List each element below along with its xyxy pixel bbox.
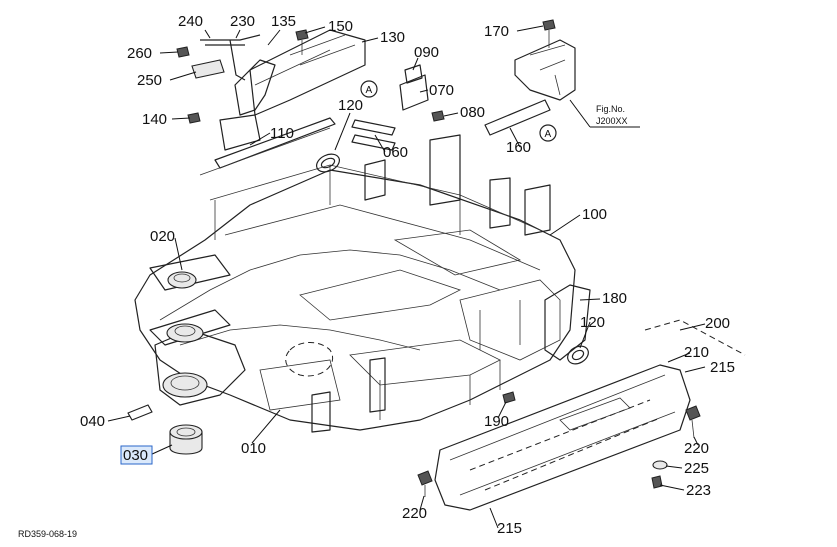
label-130[interactable]: 130	[380, 29, 405, 46]
label-170[interactable]: 170	[484, 23, 509, 40]
outline-200	[644, 319, 746, 356]
svg-text:A: A	[366, 85, 373, 96]
label-215-right[interactable]: 215	[710, 359, 735, 376]
bolt-080[interactable]	[431, 110, 445, 122]
label-225[interactable]: 225	[684, 460, 709, 477]
bolt-140[interactable]	[187, 112, 201, 124]
svg-text:A: A	[545, 129, 552, 140]
bar-110[interactable]	[199, 117, 336, 176]
label-215-bottom[interactable]: 215	[497, 520, 522, 537]
selected-part-highlight	[120, 445, 153, 465]
label-190[interactable]: 190	[484, 413, 509, 430]
label-120-right[interactable]: 120	[580, 314, 605, 331]
label-160[interactable]: 160	[506, 139, 531, 156]
label-060[interactable]: 060	[383, 144, 408, 161]
top-bracket-130[interactable]	[219, 29, 366, 151]
label-135[interactable]: 135	[271, 13, 296, 30]
svg-text:J200XX: J200XX	[596, 116, 628, 126]
label-120-top[interactable]: 120	[338, 97, 363, 114]
label-080[interactable]: 080	[460, 104, 485, 121]
plate-020[interactable]	[149, 254, 231, 291]
bolt-260[interactable]	[176, 46, 190, 58]
label-150[interactable]: 150	[328, 18, 353, 35]
label-040[interactable]: 040	[80, 413, 105, 430]
marker-a-right: A	[539, 124, 557, 142]
bolt-220-left[interactable]	[417, 470, 433, 497]
label-110[interactable]: 110	[270, 125, 294, 142]
label-260[interactable]: 260	[127, 45, 152, 62]
label-220-left[interactable]: 220	[402, 505, 427, 522]
bolt-223[interactable]	[651, 475, 663, 489]
svg-text:Fig.No.: Fig.No.	[596, 104, 625, 114]
cover-180[interactable]	[544, 284, 591, 361]
label-030[interactable]: 030	[123, 447, 148, 464]
bolt-170[interactable]	[542, 19, 556, 48]
label-240[interactable]: 240	[178, 13, 203, 30]
wire-240-230[interactable]	[200, 34, 261, 81]
label-223[interactable]: 223	[686, 482, 711, 499]
marker-a-top: A	[360, 80, 378, 98]
bracket-160-170[interactable]	[484, 39, 576, 136]
bolt-220-right[interactable]	[685, 405, 701, 439]
leaders	[107, 25, 706, 529]
counterweight-210[interactable]	[434, 364, 691, 511]
clamp-250[interactable]	[191, 59, 225, 79]
reference-code: RD359-068-19	[18, 529, 77, 539]
label-010[interactable]: 010	[241, 440, 266, 457]
label-210[interactable]: 210	[684, 344, 709, 361]
label-230[interactable]: 230	[230, 13, 255, 30]
swing-boss-040[interactable]	[127, 309, 246, 421]
fig-note: Fig.No. J200XX	[596, 104, 628, 126]
bushing-030[interactable]	[169, 424, 203, 455]
bolt-190[interactable]	[502, 391, 516, 404]
clip-070-090[interactable]	[399, 64, 429, 111]
label-250[interactable]: 250	[137, 72, 162, 89]
label-140[interactable]: 140	[142, 111, 167, 128]
part-labels: 240 230 135 150 130 260 250 140 110 120 …	[80, 13, 735, 537]
label-220-right[interactable]: 220	[684, 440, 709, 457]
label-100[interactable]: 100	[582, 206, 607, 223]
label-180[interactable]: 180	[602, 290, 627, 307]
washer-225[interactable]	[652, 460, 668, 470]
label-200[interactable]: 200	[705, 315, 730, 332]
label-070[interactable]: 070	[429, 82, 454, 99]
label-090[interactable]: 090	[414, 44, 439, 61]
grommet-120-top[interactable]	[314, 151, 343, 176]
bar-060[interactable]	[351, 119, 396, 151]
label-020[interactable]: 020	[150, 228, 175, 245]
posts	[311, 134, 551, 433]
